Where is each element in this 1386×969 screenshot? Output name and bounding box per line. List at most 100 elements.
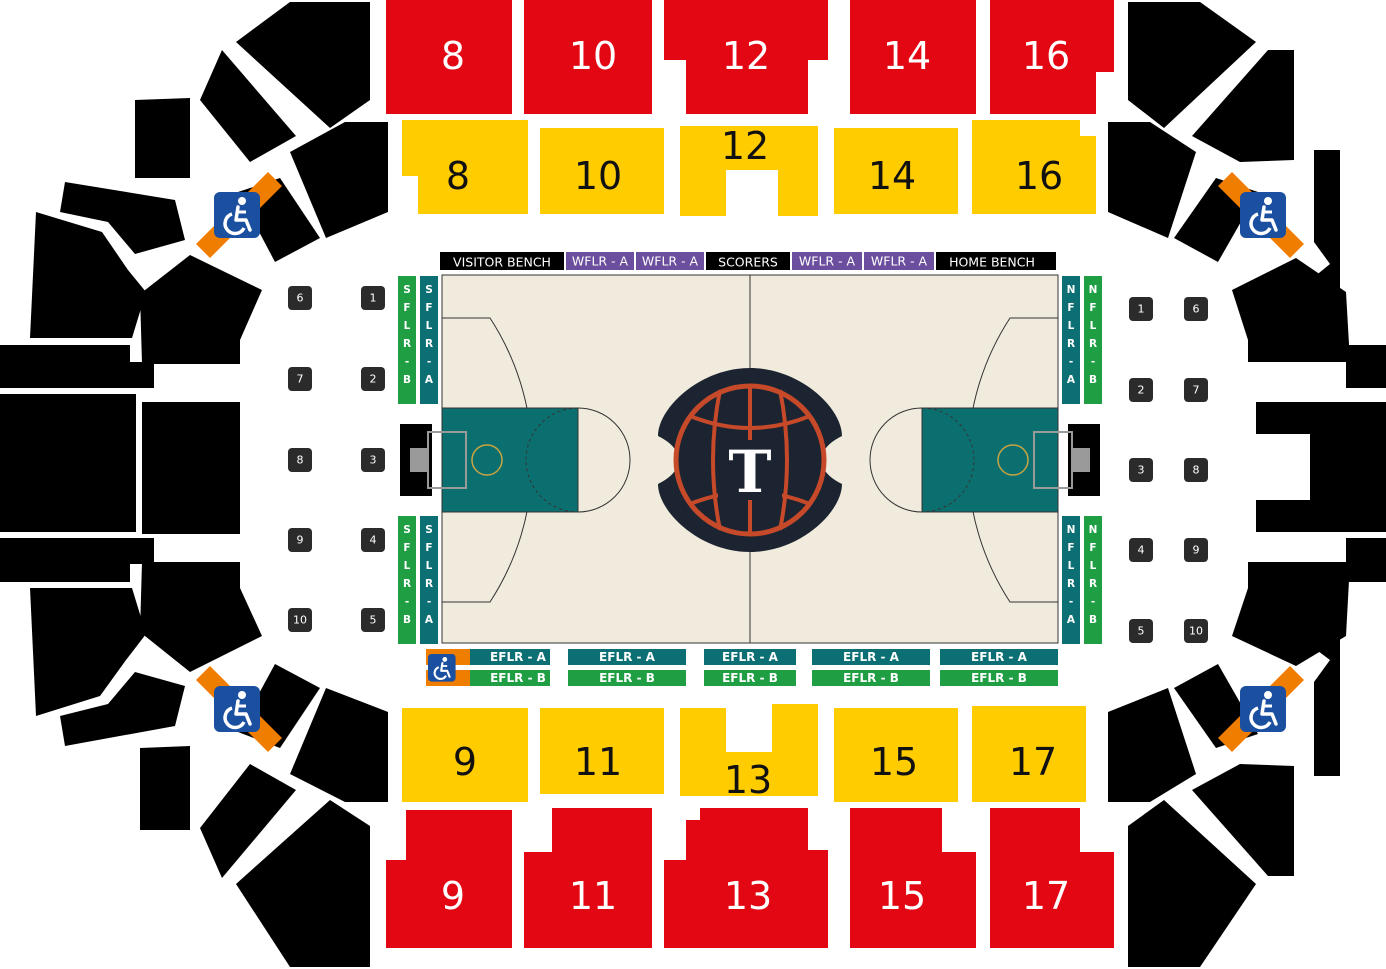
eflr-a-2[interactable] bbox=[568, 649, 686, 665]
sflr-b-top[interactable] bbox=[398, 276, 416, 404]
section-label: 14 bbox=[883, 34, 931, 78]
section-upper-15[interactable] bbox=[850, 808, 976, 948]
dark-section[interactable] bbox=[1192, 50, 1294, 162]
eflr-b-5[interactable] bbox=[940, 670, 1058, 686]
sflr-a-top[interactable] bbox=[420, 276, 438, 404]
visitor-bench[interactable] bbox=[440, 252, 564, 270]
eflr-b-2[interactable] bbox=[568, 670, 686, 686]
wflr-a-3[interactable] bbox=[792, 252, 862, 270]
dark-section[interactable] bbox=[1108, 122, 1196, 238]
floor-table-box[interactable] bbox=[1184, 378, 1208, 402]
strip-label: WFLR - A bbox=[642, 254, 699, 269]
section-upper-16[interactable] bbox=[990, 0, 1114, 114]
section-upper-14[interactable] bbox=[850, 0, 976, 114]
floor-table-box[interactable] bbox=[361, 448, 385, 472]
floor-table-box[interactable] bbox=[1129, 297, 1153, 321]
dark-section[interactable] bbox=[1192, 764, 1294, 876]
section-lower-17[interactable] bbox=[972, 706, 1086, 802]
section-lower-8[interactable] bbox=[402, 120, 528, 214]
section-lower-10[interactable] bbox=[540, 128, 664, 214]
section-lower-11[interactable] bbox=[540, 708, 664, 794]
section-upper-12[interactable] bbox=[664, 0, 828, 114]
dark-section[interactable] bbox=[1298, 606, 1340, 776]
section-lower-16[interactable] bbox=[972, 120, 1096, 214]
dark-section[interactable] bbox=[290, 122, 388, 238]
section-upper-11[interactable] bbox=[524, 808, 652, 948]
section-upper-10[interactable] bbox=[524, 0, 652, 114]
floor-table-box[interactable] bbox=[1184, 458, 1208, 482]
section-lower-13[interactable] bbox=[680, 704, 818, 796]
dark-section[interactable] bbox=[135, 98, 190, 178]
nflr-a-top[interactable] bbox=[1062, 276, 1080, 404]
floor-table-box[interactable] bbox=[361, 367, 385, 391]
dark-section[interactable] bbox=[1128, 800, 1256, 967]
floor-table-box[interactable] bbox=[361, 528, 385, 552]
dark-section[interactable] bbox=[236, 2, 370, 128]
strip-letter: A bbox=[425, 374, 434, 386]
eflr-a-3[interactable] bbox=[704, 649, 796, 665]
dark-section[interactable] bbox=[1346, 538, 1386, 582]
dark-section[interactable] bbox=[1298, 150, 1340, 320]
eflr-a-5[interactable] bbox=[940, 649, 1058, 665]
floor-table-box[interactable] bbox=[1129, 619, 1153, 643]
section-upper-17[interactable] bbox=[990, 808, 1114, 948]
dark-section[interactable] bbox=[0, 538, 154, 582]
nflr-b-bottom[interactable] bbox=[1084, 516, 1102, 644]
wflr-a-4[interactable] bbox=[864, 252, 934, 270]
scorers-table[interactable] bbox=[706, 252, 790, 270]
dark-section[interactable] bbox=[140, 255, 262, 364]
eflr-b-1[interactable] bbox=[470, 670, 550, 686]
floor-table-box[interactable] bbox=[1184, 619, 1208, 643]
dark-section[interactable] bbox=[0, 345, 154, 388]
dark-section[interactable] bbox=[1346, 345, 1386, 388]
dark-section[interactable] bbox=[140, 562, 262, 672]
dark-section[interactable] bbox=[142, 402, 240, 534]
sflr-a-bottom[interactable] bbox=[420, 516, 438, 644]
section-lower-14[interactable] bbox=[834, 128, 958, 214]
floor-table-box[interactable] bbox=[288, 448, 312, 472]
floor-table-box[interactable] bbox=[288, 608, 312, 632]
section-lower-15[interactable] bbox=[834, 708, 958, 802]
wflr-a-2[interactable] bbox=[636, 252, 704, 270]
dark-section[interactable] bbox=[30, 212, 146, 338]
nflr-b-top[interactable] bbox=[1084, 276, 1102, 404]
floor-table-box[interactable] bbox=[288, 528, 312, 552]
floor-table-box[interactable] bbox=[1129, 378, 1153, 402]
dark-section[interactable] bbox=[1108, 688, 1196, 802]
eflr-a-4[interactable] bbox=[812, 649, 930, 665]
home-bench[interactable] bbox=[936, 252, 1056, 270]
section-upper-8[interactable] bbox=[386, 0, 512, 114]
wheelchair-icon bbox=[1240, 686, 1286, 732]
sflr-b-bottom[interactable] bbox=[398, 516, 416, 644]
dark-section[interactable] bbox=[60, 182, 185, 254]
floor-table-box[interactable] bbox=[1129, 538, 1153, 562]
dark-section[interactable] bbox=[1256, 402, 1386, 532]
section-upper-13[interactable] bbox=[664, 808, 828, 948]
nflr-a-bottom[interactable] bbox=[1062, 516, 1080, 644]
dark-section[interactable] bbox=[30, 588, 146, 716]
section-upper-9[interactable] bbox=[386, 810, 512, 948]
dark-section[interactable] bbox=[290, 688, 388, 802]
dark-section[interactable] bbox=[0, 394, 136, 532]
eflr-a-1[interactable] bbox=[470, 649, 550, 665]
floor-table-box[interactable] bbox=[361, 608, 385, 632]
dark-section[interactable] bbox=[1232, 258, 1350, 362]
wflr-a-1[interactable] bbox=[566, 252, 634, 270]
dark-section[interactable] bbox=[60, 672, 185, 746]
section-lower-9[interactable] bbox=[402, 708, 528, 802]
floor-table-box[interactable] bbox=[361, 286, 385, 310]
dark-section[interactable] bbox=[200, 50, 296, 162]
eflr-b-3[interactable] bbox=[704, 670, 796, 686]
section-lower-12[interactable] bbox=[680, 126, 818, 216]
strip-label: EFLR - B bbox=[490, 671, 546, 685]
dark-section[interactable] bbox=[236, 800, 370, 967]
floor-table-box[interactable] bbox=[288, 286, 312, 310]
floor-table-box[interactable] bbox=[288, 367, 312, 391]
floor-table-box[interactable] bbox=[1184, 297, 1208, 321]
dark-section[interactable] bbox=[1128, 2, 1256, 128]
floor-table-box[interactable] bbox=[1184, 538, 1208, 562]
floor-table-box[interactable] bbox=[1129, 458, 1153, 482]
dark-section[interactable] bbox=[200, 764, 296, 878]
dark-section[interactable] bbox=[140, 746, 190, 830]
eflr-b-4[interactable] bbox=[812, 670, 930, 686]
